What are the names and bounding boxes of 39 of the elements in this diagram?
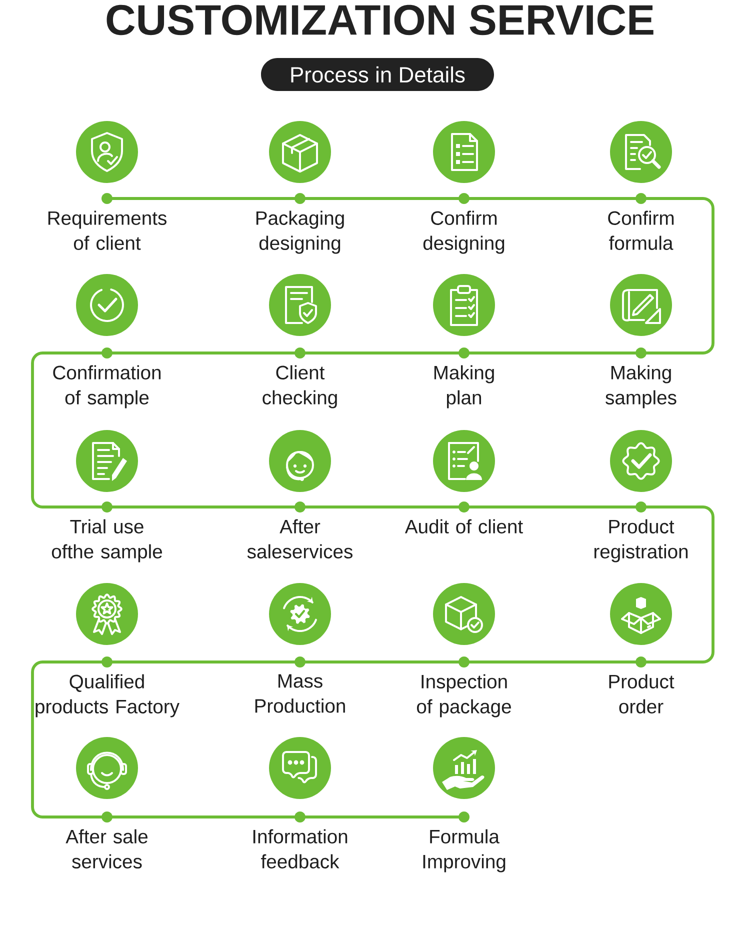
connector-line xyxy=(468,197,637,200)
connector-line xyxy=(468,506,637,508)
step-label: Mass Production xyxy=(255,674,345,713)
connector-line xyxy=(111,506,296,508)
connector-line xyxy=(468,352,637,354)
step-label: Confirm designing xyxy=(423,210,504,254)
step-label: Information feedback xyxy=(253,829,348,868)
subtitle-pill: Process in Details xyxy=(261,58,494,91)
step-label: Audit of client xyxy=(404,519,523,534)
connector-line xyxy=(304,660,460,664)
connector-line xyxy=(111,197,296,200)
step-label: Product registration xyxy=(594,519,688,562)
step-label: Confirm formula xyxy=(608,210,674,250)
step-label: Product order xyxy=(609,674,674,714)
connector-line xyxy=(304,506,460,508)
step-label: Client checking xyxy=(262,365,337,408)
title: CUSTOMIZATION SERVICE xyxy=(106,4,654,36)
connector-line xyxy=(31,352,103,508)
step-label: Making samples xyxy=(606,365,676,408)
connector-line xyxy=(645,506,714,664)
step-label: Confirmation of sample xyxy=(53,365,161,408)
connector-line xyxy=(304,352,460,354)
step-label: Inspection of package xyxy=(417,674,511,718)
step-label: Formula Improving xyxy=(423,829,506,872)
step-label: Packaging designing xyxy=(256,210,344,254)
step-label: After sale services xyxy=(66,829,148,868)
step-label: Trial use ofthe sample xyxy=(52,519,162,562)
connector-line xyxy=(31,660,103,818)
connector-line xyxy=(111,660,296,664)
connector-line xyxy=(111,816,296,818)
step-label: Requirements of client xyxy=(48,210,166,250)
step-label: After saleservices xyxy=(247,519,352,558)
connector-line xyxy=(304,197,460,200)
connector-line xyxy=(304,816,460,818)
step-label: Making plan xyxy=(434,365,494,408)
step-label: Qualified products Factory xyxy=(36,674,180,718)
connector-line xyxy=(645,197,714,354)
connector-line xyxy=(111,352,296,354)
connector-line xyxy=(468,660,637,664)
